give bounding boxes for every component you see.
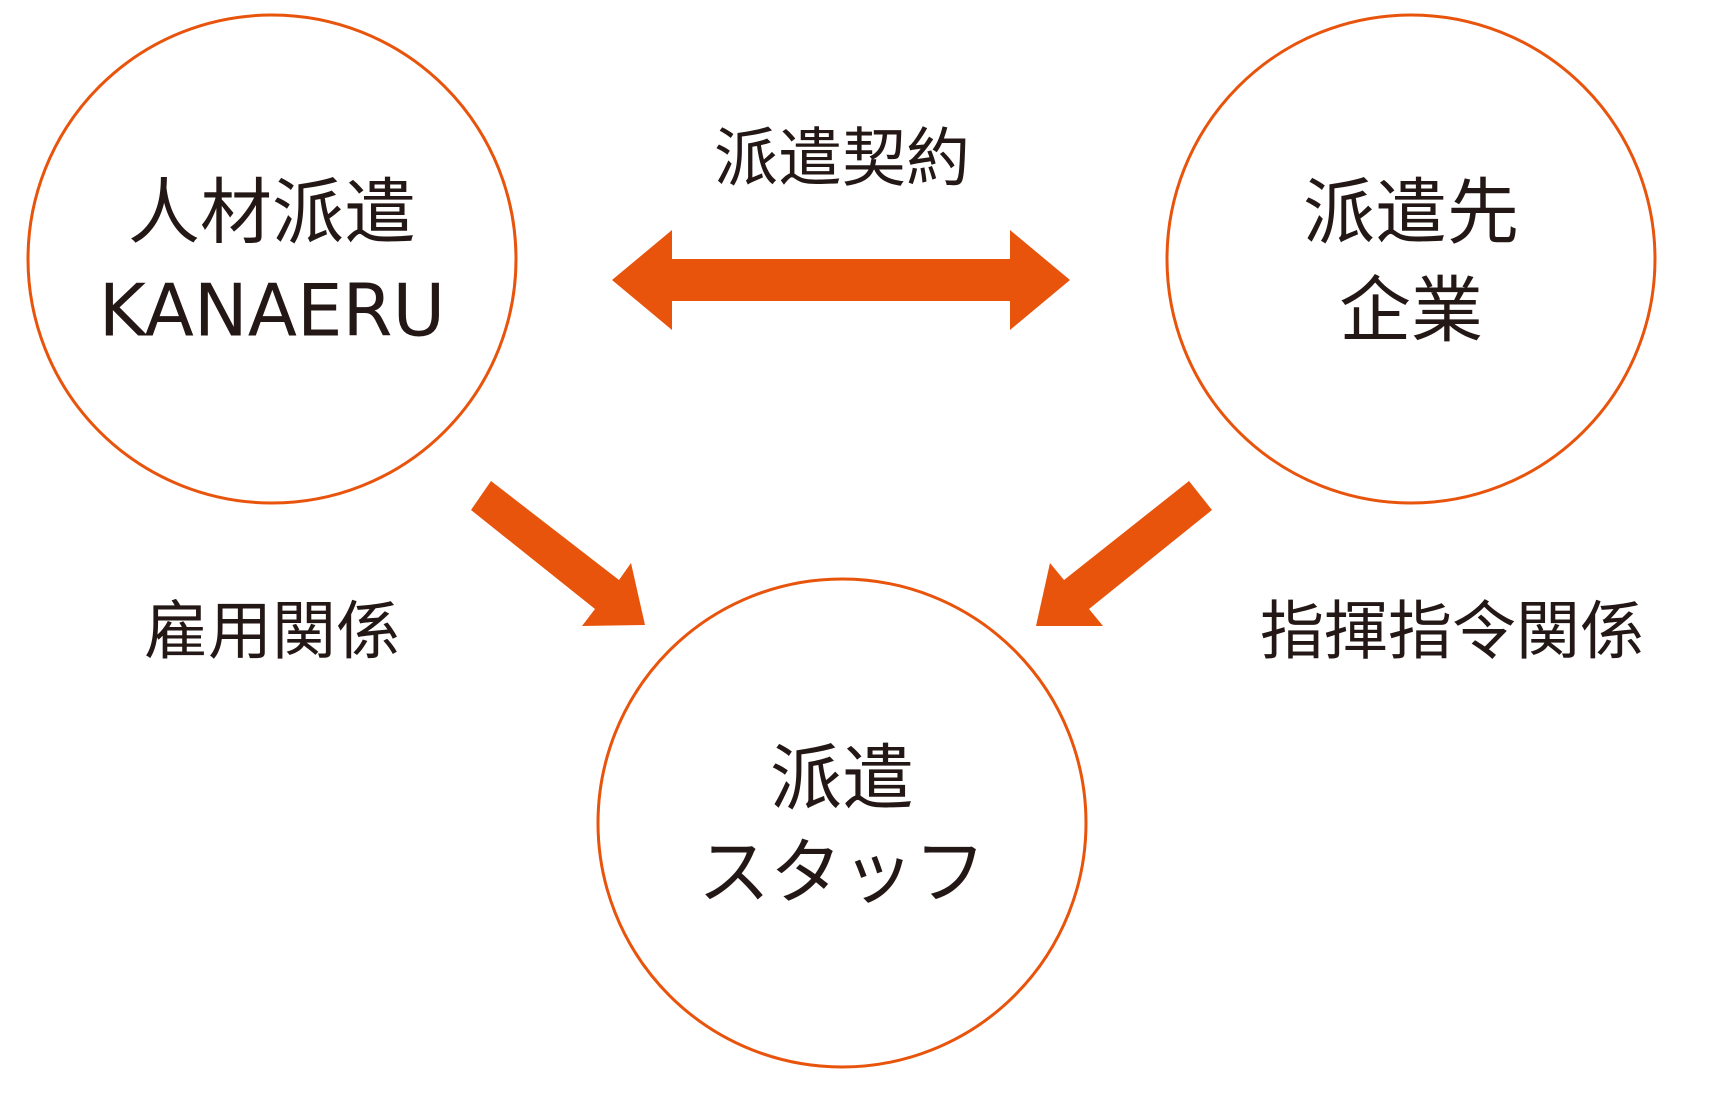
node-client-company: 派遣先 企業 — [1165, 13, 1657, 505]
arrow-down-right-icon — [471, 481, 645, 626]
node-dispatch-staff-line2: スタッフ — [698, 831, 986, 915]
node-dispatch-agency: 人材派遣 KANAERU — [26, 13, 518, 505]
node-dispatch-staff: 派遣 スタッフ — [596, 577, 1088, 1069]
node-client-company-line2: 企業 — [1339, 269, 1483, 353]
edge-dispatch-contract: 派遣契約 — [612, 123, 1070, 330]
double-arrow-icon — [612, 230, 1070, 330]
edge-command-relationship: 指揮指令関係 — [1036, 481, 1644, 670]
arrow-down-left-icon — [1036, 481, 1212, 626]
node-dispatch-agency-line2: KANAERU — [99, 269, 446, 353]
node-dispatch-staff-circle — [596, 577, 1088, 1069]
edge-employment-relationship: 雇用関係 — [144, 481, 645, 670]
node-dispatch-agency-line1: 人材派遣 — [128, 171, 416, 255]
edge-command-relationship-label: 指揮指令関係 — [1260, 596, 1644, 670]
node-dispatch-agency-circle — [26, 13, 518, 505]
node-client-company-circle — [1165, 13, 1657, 505]
node-client-company-line1: 派遣先 — [1303, 171, 1519, 255]
node-dispatch-staff-line1: 派遣 — [770, 737, 914, 821]
edge-employment-relationship-label: 雇用関係 — [144, 596, 400, 670]
edge-dispatch-contract-label: 派遣契約 — [714, 123, 970, 197]
